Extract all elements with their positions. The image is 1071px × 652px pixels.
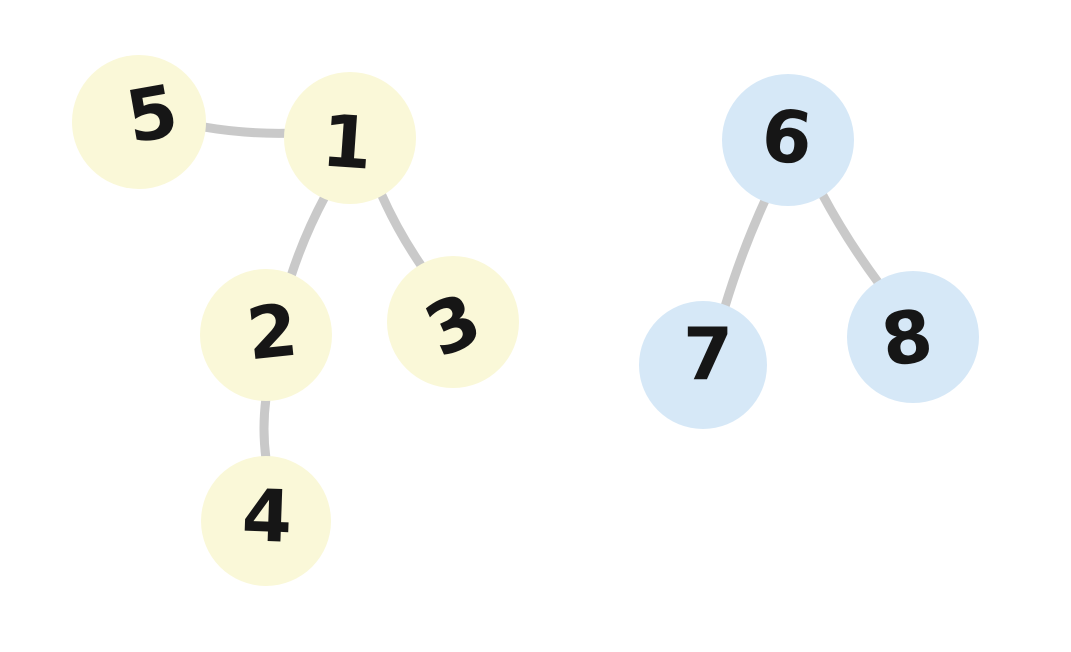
node-label-6: 6 — [758, 93, 817, 182]
node-3 — [387, 256, 519, 388]
node-6 — [722, 74, 854, 206]
edge-1-2 — [286, 191, 330, 282]
edge-2-4 — [259, 393, 271, 464]
edge-6-7 — [720, 194, 771, 313]
node-2 — [200, 269, 332, 401]
node-label-7: 7 — [683, 312, 733, 396]
edge-1-3 — [376, 188, 427, 272]
node-8 — [847, 271, 979, 403]
node-4 — [201, 456, 331, 586]
node-label-8: 8 — [876, 293, 937, 383]
edge-5-1 — [198, 122, 292, 138]
node-label-4: 4 — [240, 473, 293, 559]
node-label-1: 1 — [319, 98, 375, 185]
node-7 — [639, 301, 767, 429]
node-label-2: 2 — [243, 288, 302, 377]
edge-6-8 — [817, 188, 884, 289]
node-1 — [284, 72, 416, 204]
node-5 — [72, 55, 206, 189]
